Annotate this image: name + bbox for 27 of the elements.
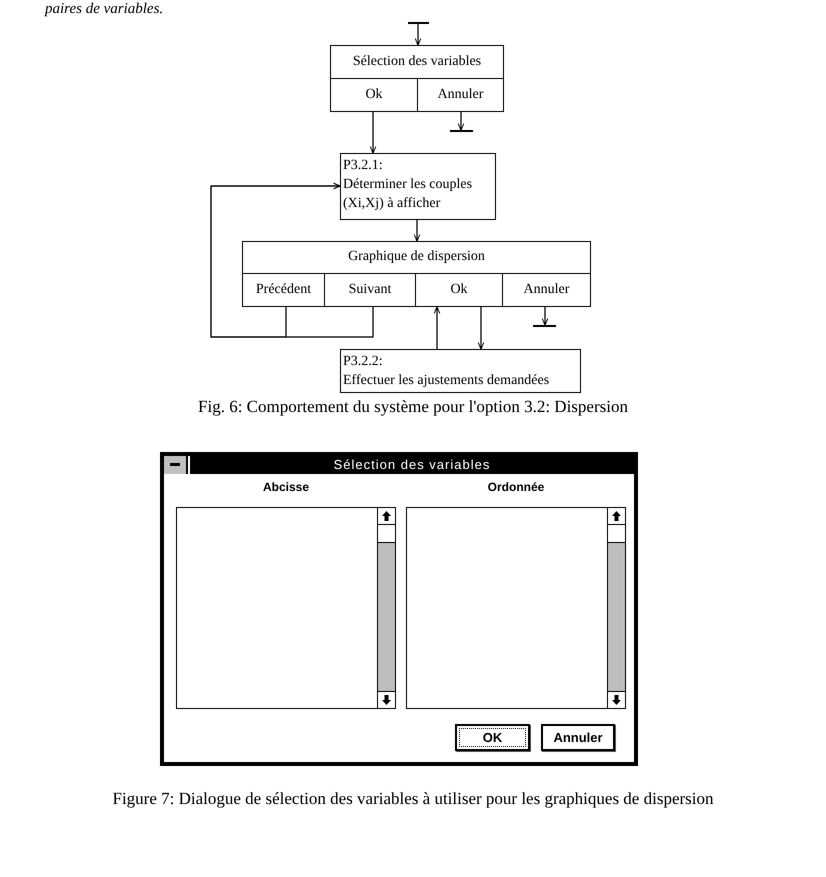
arrow xyxy=(370,112,376,154)
arrow xyxy=(542,307,548,326)
title-bar: Sélection des variables xyxy=(190,456,634,474)
process-id: P3.2.2: xyxy=(343,353,384,371)
arrow xyxy=(414,24,422,46)
box-title: Sélection des variables xyxy=(352,53,482,71)
column-heading: Ordonnée xyxy=(486,479,546,496)
arrow xyxy=(210,182,374,338)
push-button: OK xyxy=(455,724,530,751)
figure-caption: Figure 7: Dialogue de sélection des variables à utiliser pour les graphiques de dispersion xyxy=(112,789,714,809)
body-text: paires de variables. xyxy=(45,0,164,18)
arrow xyxy=(458,112,464,131)
process-text: Déterminer les couples (Xi,Xj) à afficher xyxy=(343,176,474,213)
state-box xyxy=(242,241,591,307)
figure-caption: Fig. 6: Comportement du système pour l'option 3.2: Dispersion xyxy=(197,397,629,417)
arrow xyxy=(478,307,484,350)
arrow xyxy=(434,306,440,349)
arrow xyxy=(414,220,420,242)
push-button: Annuler xyxy=(541,724,615,751)
state-box xyxy=(330,45,504,112)
column-heading: Abcisse xyxy=(262,479,310,496)
dialog-window xyxy=(160,452,638,766)
process-id: P3.2.1: xyxy=(343,157,384,175)
process-box xyxy=(340,349,581,393)
process-text: Effectuer les ajustements demandées xyxy=(343,372,550,390)
process-box xyxy=(340,153,496,220)
box-title: Graphique de dispersion xyxy=(347,248,486,266)
